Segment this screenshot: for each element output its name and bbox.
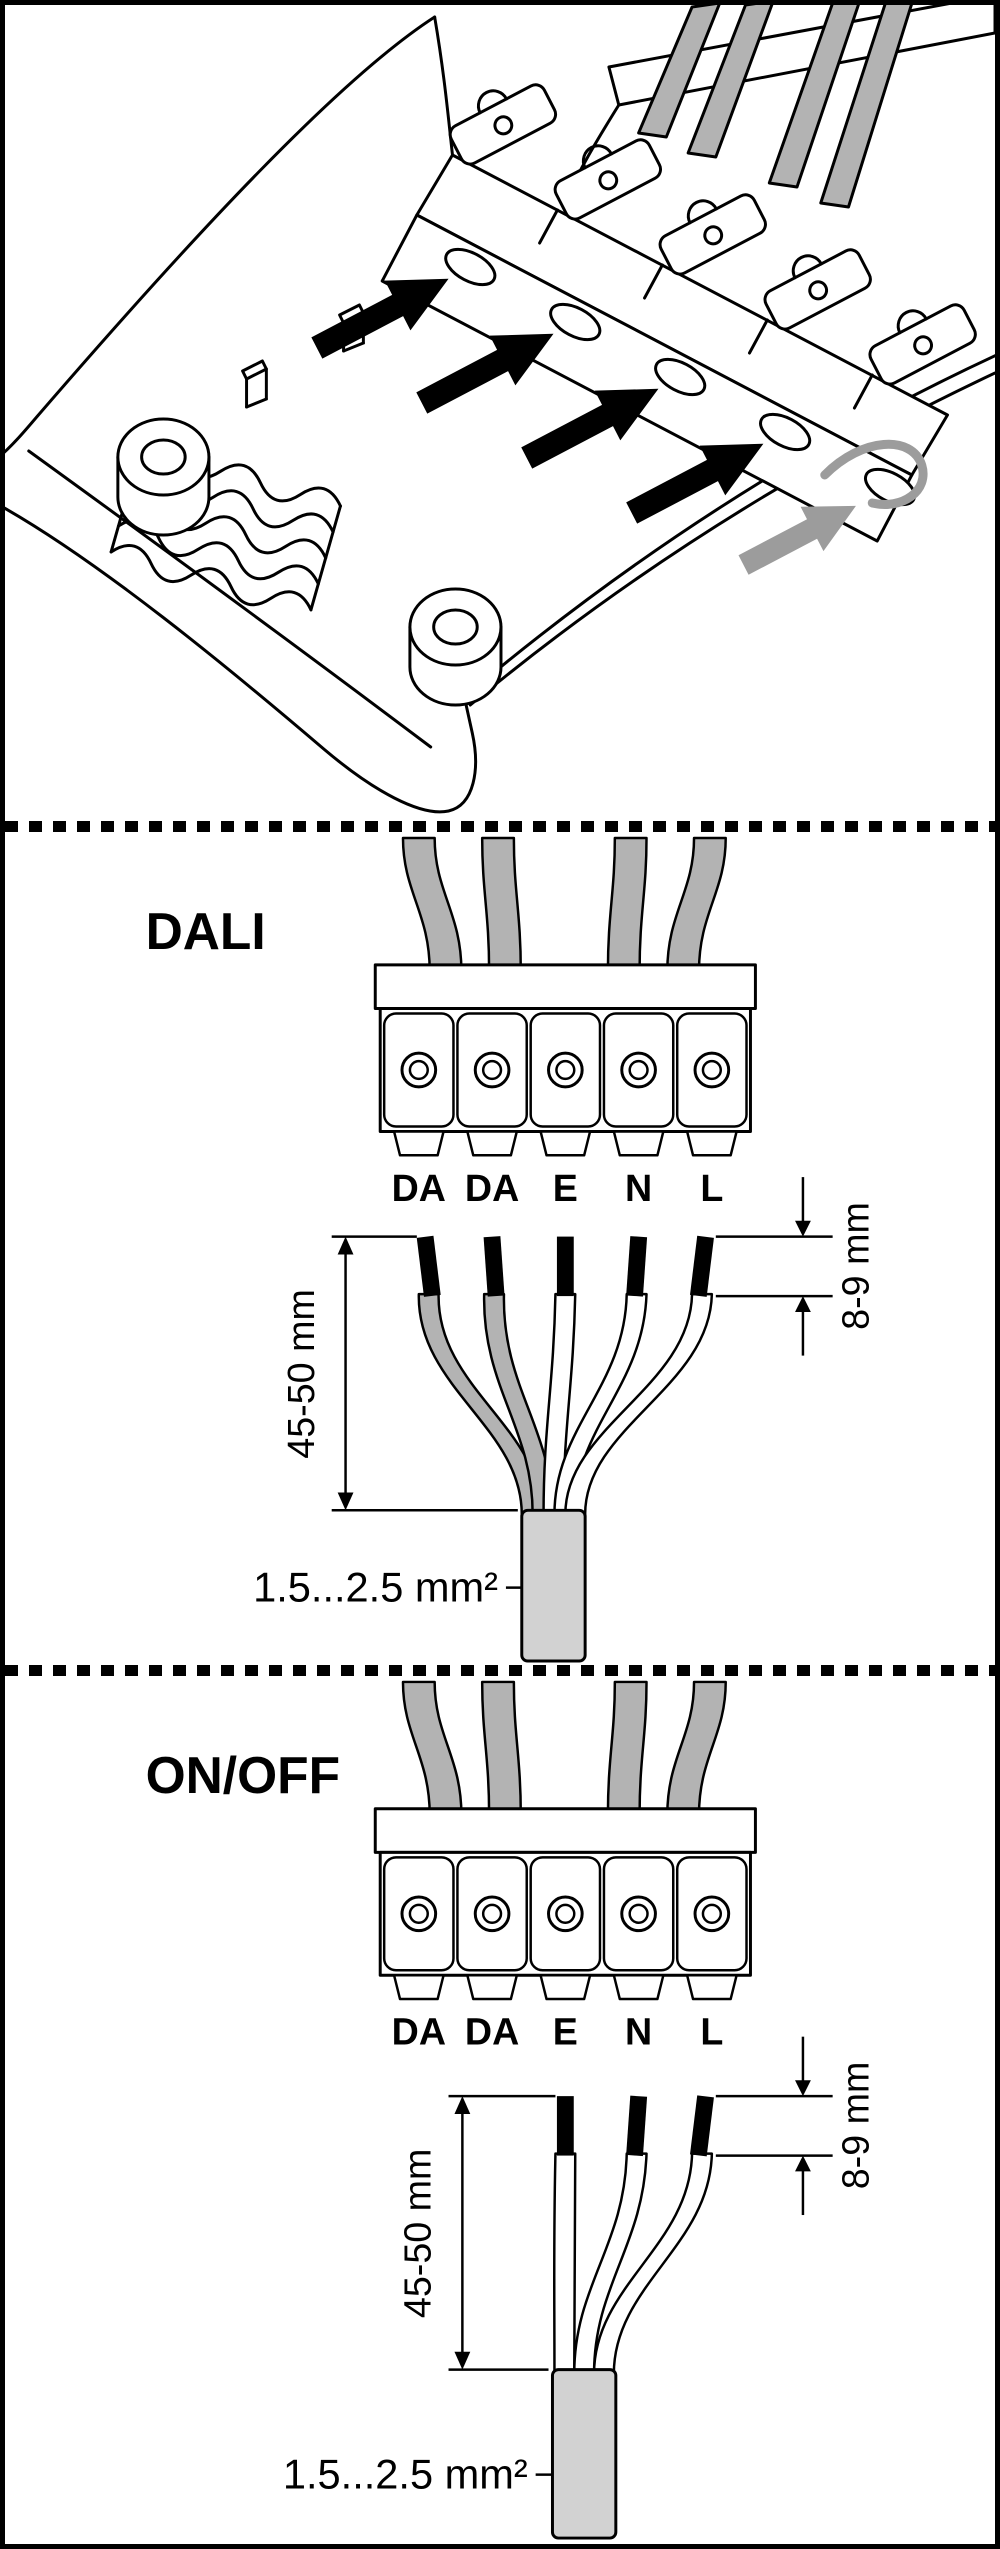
terminal-label: L: [700, 1167, 723, 1209]
hint-arrow-gray: [738, 439, 928, 575]
section-title: ON/OFF: [146, 1746, 340, 1804]
cable-sheath: [550, 2368, 618, 2540]
onoff-illustration: ON/OFF: [146, 1680, 876, 2540]
dim-strip-length: 8-9 mm: [715, 1177, 876, 1356]
dotted-divider: [5, 821, 995, 832]
terminal-feet: [392, 1974, 738, 2001]
connector-top-wires: [401, 836, 727, 973]
terminal-levers: [448, 83, 977, 386]
cable-fanout: [550, 2095, 714, 2540]
device-illustration: [5, 5, 995, 814]
insertion-arrow-icon: [626, 443, 764, 524]
hint-arrow-icon: [738, 505, 856, 575]
connector-top-wires: [401, 1680, 727, 1816]
terminal-screws: [400, 1051, 731, 1089]
terminal-labels: DA DA E N L: [392, 1167, 724, 1209]
guide-fin: [241, 359, 268, 409]
wire-entry-hole: [549, 302, 602, 342]
insertion-arrow-icon: [521, 388, 659, 469]
terminal-feet: [392, 1130, 738, 1157]
dim-sheath-strip: 45-50 mm: [397, 2094, 556, 2371]
terminal-label: DA: [465, 2011, 519, 2053]
terminal-label: DA: [392, 2011, 446, 2053]
terminal-block: [373, 963, 757, 1157]
stripped-wire-tips: [416, 1235, 714, 1297]
dim-sheath-strip-label: 45-50 mm: [280, 1289, 322, 1459]
wire-entry-hole: [759, 412, 812, 452]
insertion-arrow-icon: [416, 333, 554, 414]
hint-loop-icon: [820, 439, 928, 509]
wire-entry-hole: [654, 357, 707, 397]
insertion-arrow-icon: [311, 278, 449, 359]
conductor-size-label: 1.5...2.5 mm²: [283, 2450, 528, 2497]
terminal-face-strip: [380, 213, 917, 543]
conductor-size: 1.5...2.5 mm²: [283, 2450, 552, 2498]
terminal-label: E: [553, 2011, 578, 2053]
cable-sheath: [520, 1508, 587, 1663]
incoming-cables: [637, 5, 913, 209]
terminal-labels: DA DA E N L: [392, 2011, 724, 2053]
terminal-label: DA: [465, 1167, 519, 1209]
dali-illustration: DALI: [146, 836, 876, 1663]
dim-strip-length-label: 8-9 mm: [834, 2062, 876, 2190]
conductor-size: 1.5...2.5 mm²: [253, 1564, 522, 1611]
stripped-wire-tips: [556, 2095, 714, 2157]
terminal-label: L: [700, 2011, 723, 2053]
panel-device-insertion: [5, 5, 995, 821]
dim-sheath-strip-label: 45-50 mm: [397, 2149, 439, 2318]
terminal-label: N: [625, 1167, 652, 1209]
mounting-post: [408, 587, 503, 707]
insertion-arrows: [311, 278, 764, 524]
terminal-screws: [400, 1895, 731, 1933]
terminal-label: N: [625, 2011, 652, 2053]
dim-strip-length-label: 8-9 mm: [834, 1202, 876, 1330]
conductor-size-label: 1.5...2.5 mm²: [253, 1564, 498, 1611]
cable-fanout: [416, 1235, 714, 1663]
section-title: DALI: [146, 902, 266, 960]
terminal-label: E: [553, 1167, 578, 1209]
dim-strip-length: 8-9 mm: [715, 2036, 876, 2216]
mounting-post: [116, 417, 211, 537]
terminal-label: DA: [392, 1167, 446, 1209]
panel-onoff-wiring: ON/OFF: [5, 1676, 995, 2544]
dotted-divider: [5, 1665, 995, 1676]
panel-dali-wiring: DALI: [5, 832, 995, 1665]
dim-sheath-strip: 45-50 mm: [280, 1235, 518, 1512]
wire-entry-hole: [444, 247, 497, 287]
terminal-block: [373, 1807, 757, 2001]
